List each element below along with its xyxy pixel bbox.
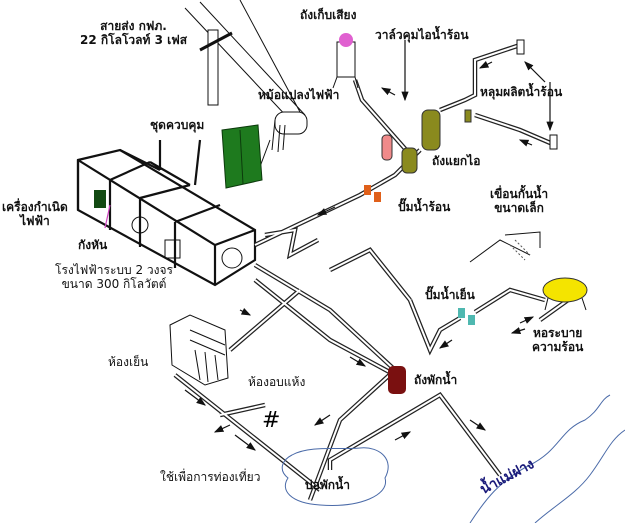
label-hot-water-pump: ปั๊มน้ำร้อน [398,200,451,214]
label-storage-tank: ถังพักน้ำ [414,373,458,387]
label-cooling-tower: หอระบาย ความร้อน [532,326,583,354]
label-line-2: 22 กิโลโวลท์ 3 เฟส [80,33,188,47]
hot-water-pump [364,185,381,202]
label-turbine: กังหัน [78,238,108,252]
transmission-pole [184,0,306,121]
label-line-1: โรงไฟฟ้าระบบ 2 วงจร [55,263,173,277]
control-cabinet [221,124,263,189]
cold-room [169,314,229,386]
label-generator: เครื่องกำเนิด ไฟฟ้า [2,200,68,228]
silencer-tank [332,33,359,89]
storage-tank [388,366,406,394]
label-line-1: เครื่องกำเนิด [2,200,68,214]
label-line-2: ไฟฟ้า [19,214,50,228]
label-control-unit: ชุดควบคุม [150,118,205,132]
label-line-1: หอระบาย [532,326,583,340]
label-cold-room: ห้องเย็น [108,355,149,369]
label-line-1: สายส่ง กฟภ. [100,19,167,33]
small-dam [469,231,541,263]
cooling-tower [542,277,588,311]
label-small-dam: เขื่อนกั้นน้ำ ขนาดเล็ก [490,187,548,215]
river-bank [469,394,625,523]
label-line-1: เขื่อนกั้นน้ำ [490,187,549,201]
power-plant-building [76,139,257,287]
label-cold-water-pump: ปั๊มน้ำเย็น [425,288,475,302]
transformer [254,111,308,181]
flow-arrows [184,40,554,451]
holding-pond [281,447,389,506]
label-power-plant: โรงไฟฟ้าระบบ 2 วงจร ขนาด 300 กิโลวัตต์ [55,263,173,291]
label-holding-pond: บ่อพักน้ำ [305,478,350,492]
label-line-2: ขนาดเล็ก [494,201,544,215]
label-drying-room: ห้องอบแห้ง [248,375,306,389]
label-tourism-use: ใช้เพื่อการท่องเที่ยว [160,470,261,484]
separator-tank [381,109,472,174]
label-transmission-line: สายส่ง กฟภ. 22 กิโลโวลท์ 3 เฟส [80,19,187,47]
label-separator-tank: ถังแยกไอ [432,154,481,168]
production-wells [516,39,558,150]
label-silencer-tank: ถังเก็บเสียง [300,8,357,22]
label-line-2: ขนาด 300 กิโลวัตต์ [61,277,167,291]
cold-water-pump [458,308,475,325]
label-hot-water-well: หลุมผลิตน้ำร้อน [480,85,563,99]
label-line-2: ความร้อน [532,340,584,354]
label-transformer: หม้อแปลงไฟฟ้า [258,88,340,102]
label-steam-valve: วาล์วคุมไอน้ำร้อน [375,28,469,42]
hash-mark: # [262,408,280,433]
